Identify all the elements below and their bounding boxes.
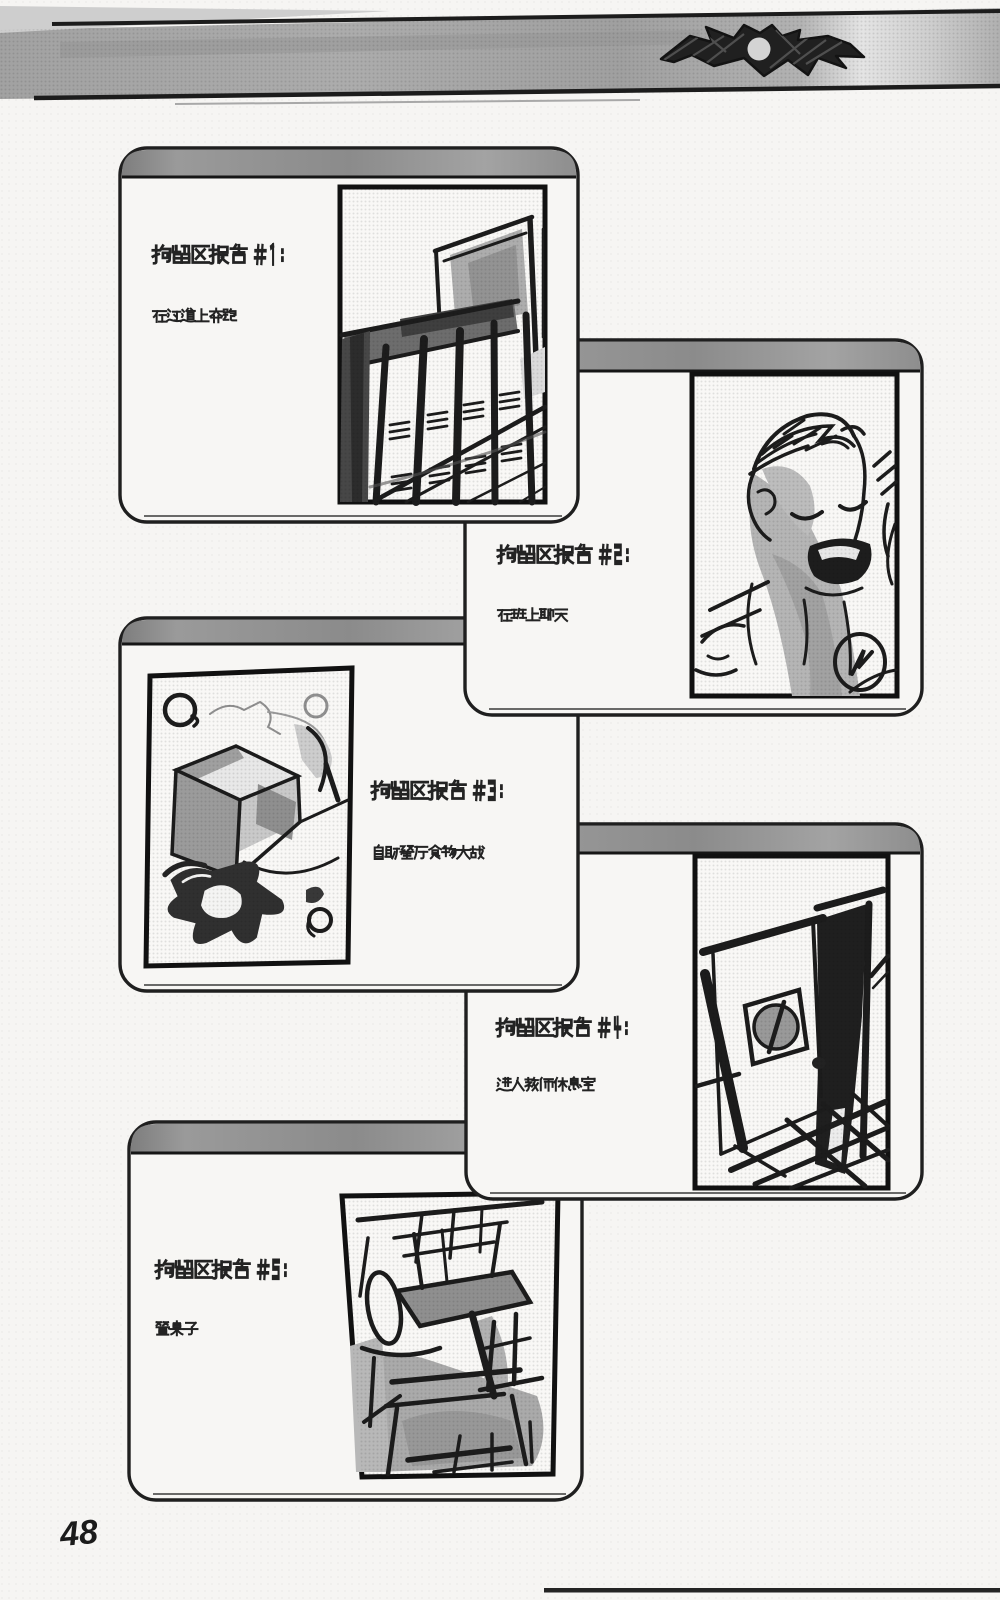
svg-text:48: 48 [57, 1513, 99, 1554]
